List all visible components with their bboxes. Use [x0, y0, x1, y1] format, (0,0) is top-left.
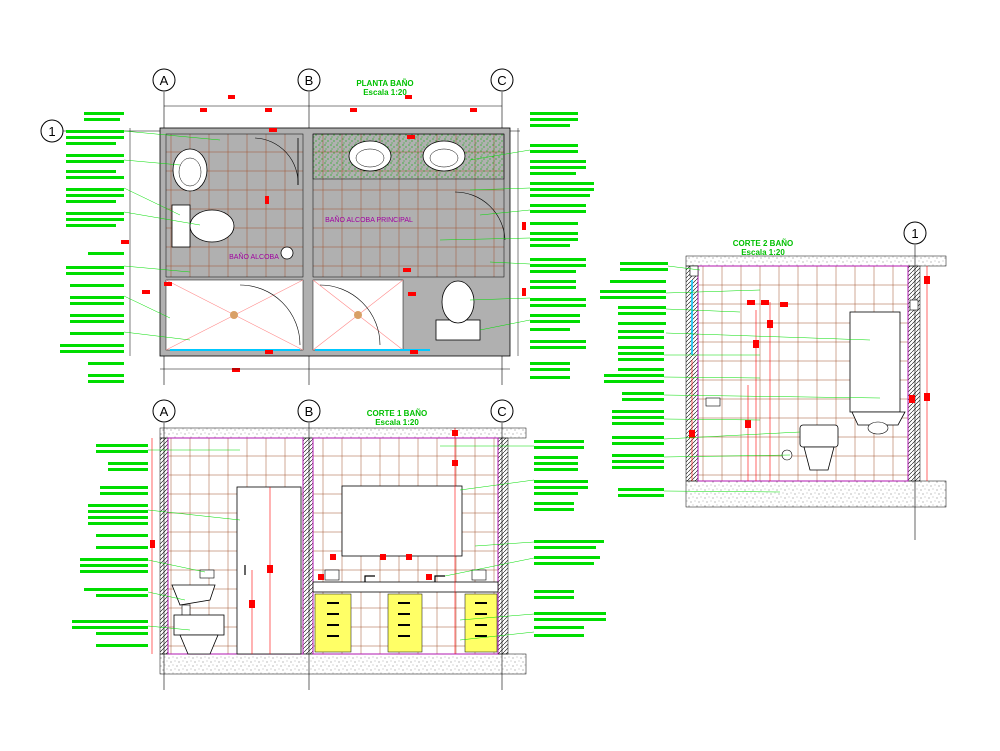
grid-label-a: A — [160, 404, 169, 419]
grid-bubble-a: A — [152, 399, 176, 423]
section-1-annotations-left — [72, 444, 148, 647]
sink-elevation — [851, 411, 906, 426]
door-swing — [319, 284, 381, 346]
grid-label-b: B — [305, 404, 314, 419]
grid-bubble-a: A — [152, 68, 176, 92]
section-1-leader-lines — [147, 445, 535, 641]
floor-drain-icon — [280, 246, 294, 260]
grid-bubble-b: B — [297, 399, 321, 423]
wall-section — [497, 437, 509, 655]
towel-holder-icon — [471, 569, 487, 581]
sink-icon — [422, 140, 466, 172]
toilet-elevation — [799, 424, 839, 448]
section-2-scale: Escala 1:20 — [741, 248, 785, 257]
door-swing — [239, 284, 301, 346]
toilet-tank-icon — [171, 204, 191, 248]
door-swing — [254, 137, 299, 186]
plan-view: A B C 1 PLANTA BAÑO Escala 1:20 — [40, 68, 594, 385]
toilet-elevation — [173, 614, 225, 636]
grid-bubble-c: C — [490, 399, 514, 423]
floor-slab — [685, 480, 947, 508]
ceiling-slab — [159, 427, 527, 439]
towel-holder-icon — [705, 397, 721, 407]
plan-leader-lines — [123, 130, 531, 341]
grid-label-1: 1 — [911, 226, 918, 241]
section-1-annotations-right — [534, 440, 606, 637]
grid-bubble-1: 1 — [40, 119, 64, 143]
toilet-icon — [441, 280, 475, 324]
floor-slab — [159, 653, 527, 675]
vanity-counter — [312, 581, 499, 593]
ceiling-slab — [685, 255, 947, 267]
grid-label-1: 1 — [48, 124, 55, 139]
wall-section — [302, 437, 314, 655]
plan-annotations-right — [530, 112, 594, 379]
vanity-cabinets — [314, 593, 498, 653]
sink-icon — [172, 148, 208, 192]
floor-drain-icon — [230, 311, 238, 319]
grid-bubble-c: C — [490, 68, 514, 92]
dimension-mark — [405, 95, 412, 99]
dimension-mark — [228, 95, 235, 99]
wall-section — [907, 265, 921, 482]
section-2-annotations-left — [600, 262, 668, 497]
grid-label-b: B — [305, 73, 314, 88]
dimension-mark — [470, 108, 477, 112]
towel-holder-icon — [324, 569, 340, 581]
grid-label-c: C — [497, 404, 506, 419]
towel-holder-icon — [199, 569, 215, 579]
section-1-title: CORTE 1 BAÑO — [367, 409, 427, 418]
section-1-view: A B C CORTE 1 BAÑO Escala 1:20 — [72, 399, 606, 690]
wall-section — [159, 437, 169, 655]
section-1-scale: Escala 1:20 — [375, 418, 419, 427]
dimension-mark — [200, 108, 207, 112]
section-2-leader-lines — [663, 265, 881, 493]
toilet-icon — [189, 209, 235, 243]
section-2-title: CORTE 2 BAÑO — [733, 239, 793, 248]
faucet-icon — [364, 575, 375, 582]
plan-vanity-counter — [312, 133, 505, 180]
grid-bubble-1: 1 — [903, 221, 927, 245]
dimension-mark — [265, 108, 272, 112]
plan-annotations-left — [60, 112, 124, 383]
faucet-icon — [434, 575, 445, 582]
section-2-view: 1 CORTE 2 BAÑO Escala 1:20 — [600, 221, 947, 540]
grid-bubble-b: B — [297, 68, 321, 92]
sink-icon — [348, 140, 392, 172]
door-swing — [454, 191, 506, 241]
vent-icon — [909, 299, 919, 311]
grid-label-c: C — [497, 73, 506, 88]
room-label-principal: BAÑO ALCOBA PRINCIPAL — [325, 215, 413, 224]
mirror-elevation — [341, 485, 463, 557]
grid-label-a: A — [160, 73, 169, 88]
room-label-alcoba: BAÑO ALCOBA — [229, 252, 279, 261]
plan-title: PLANTA BAÑO — [356, 79, 413, 88]
floor-drain-icon — [354, 311, 362, 319]
dimension-mark — [350, 108, 357, 112]
mirror-elevation — [849, 311, 901, 413]
vent-icon — [689, 265, 699, 277]
plan-scale: Escala 1:20 — [363, 88, 407, 97]
